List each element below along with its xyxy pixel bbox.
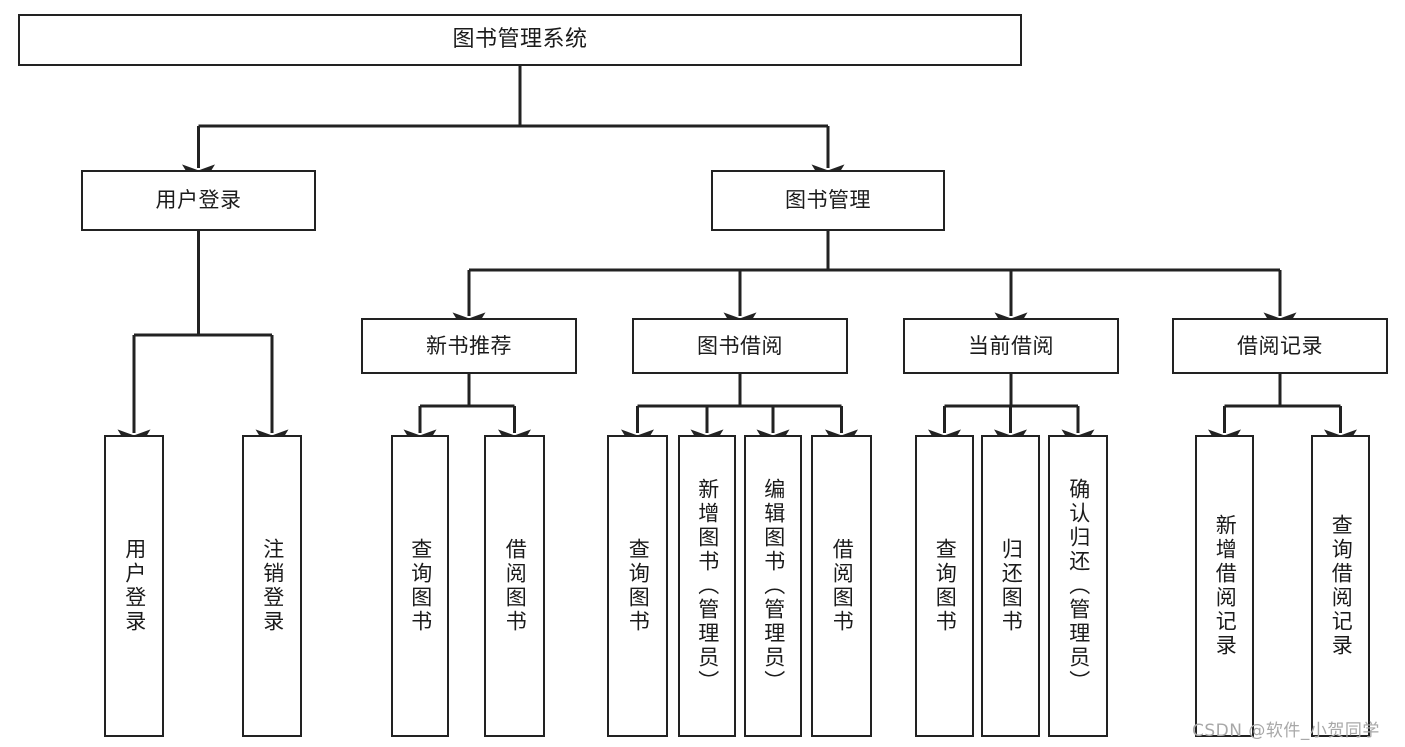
node-label: 借阅记录	[1237, 333, 1323, 358]
node-leaf-borrow-book-1[interactable]: 借阅图书	[484, 435, 545, 737]
node-leaf-borrow-book-2[interactable]: 借阅图书	[811, 435, 872, 737]
node-leaf-user-login[interactable]: 用户登录	[104, 435, 164, 737]
node-label: 图书借阅	[697, 333, 783, 358]
node-leaf-query-book-1[interactable]: 查询图书	[391, 435, 449, 737]
node-label: 借阅图书	[830, 538, 855, 634]
node-leaf-confirm-return[interactable]: 确认归还（管理员）	[1048, 435, 1108, 737]
node-label: 查询借阅记录	[1329, 514, 1354, 658]
node-new-book-rec[interactable]: 新书推荐	[361, 318, 577, 374]
node-user-login[interactable]: 用户登录	[81, 170, 316, 231]
node-current-borrow[interactable]: 当前借阅	[903, 318, 1119, 374]
node-leaf-query-book-3[interactable]: 查询图书	[915, 435, 974, 737]
node-label: 图书管理系统	[452, 27, 588, 53]
node-label: 编辑图书（管理员）	[761, 478, 786, 694]
node-label: 当前借阅	[968, 333, 1054, 358]
node-label: 新增借阅记录	[1213, 514, 1238, 658]
node-label: 用户登录	[155, 188, 242, 213]
node-label: 归还图书	[999, 538, 1024, 634]
node-leaf-add-record[interactable]: 新增借阅记录	[1195, 435, 1254, 737]
node-label: 查询图书	[626, 538, 651, 634]
node-label: 图书管理	[785, 188, 871, 213]
node-label: 新书推荐	[426, 333, 512, 358]
node-label: 借阅图书	[503, 538, 528, 634]
node-label: 新增图书（管理员）	[695, 478, 720, 694]
node-leaf-return-book[interactable]: 归还图书	[981, 435, 1040, 737]
node-leaf-query-book-2[interactable]: 查询图书	[607, 435, 668, 737]
node-root[interactable]: 图书管理系统	[18, 14, 1022, 66]
node-borrow-record[interactable]: 借阅记录	[1172, 318, 1388, 374]
node-label: 注销登录	[260, 538, 285, 634]
node-label: 查询图书	[408, 538, 433, 634]
node-leaf-edit-book[interactable]: 编辑图书（管理员）	[744, 435, 802, 737]
node-leaf-user-logout[interactable]: 注销登录	[242, 435, 302, 737]
node-leaf-add-book[interactable]: 新增图书（管理员）	[678, 435, 736, 737]
node-label: 查询图书	[933, 538, 958, 634]
node-book-borrow[interactable]: 图书借阅	[632, 318, 848, 374]
watermark: CSDN @软件_小贺同学	[1192, 721, 1380, 741]
node-label: 确认归还（管理员）	[1066, 478, 1091, 694]
node-label: 用户登录	[122, 538, 147, 634]
node-leaf-query-record[interactable]: 查询借阅记录	[1311, 435, 1370, 737]
node-book-manage[interactable]: 图书管理	[711, 170, 945, 231]
